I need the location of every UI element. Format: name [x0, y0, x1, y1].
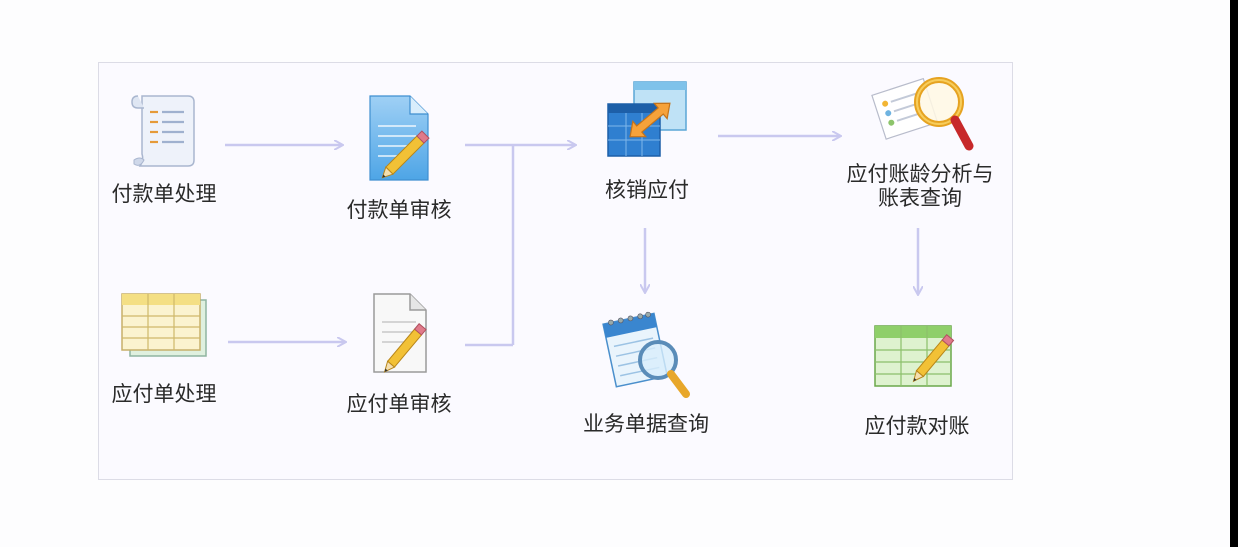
node-business-query[interactable]: 业务单据查询	[571, 308, 721, 436]
scroll-document-icon	[131, 95, 195, 167]
magnifier-report-icon	[871, 77, 974, 151]
table-sheet-icon	[121, 293, 207, 357]
flow-panel	[98, 62, 1013, 480]
notebook-magnifier-icon	[602, 311, 690, 398]
node-label-line1: 应付账龄分析与	[846, 162, 994, 186]
node-label: 应付单审核	[346, 392, 452, 416]
green-sheet-pencil-icon	[874, 325, 955, 387]
node-label: 付款单处理	[111, 182, 217, 206]
node-aging-analysis[interactable]: 应付账龄分析与 账表查询	[832, 68, 1008, 210]
node-label: 应付单处理	[111, 382, 217, 406]
node-label: 付款单审核	[346, 198, 452, 222]
node-label: 应付款对账	[864, 414, 970, 438]
node-writeoff[interactable]: 核销应付	[583, 78, 711, 202]
gray-document-pencil-icon	[373, 293, 427, 373]
right-edge-strip	[1230, 0, 1238, 547]
node-payable-process[interactable]: 应付单处理	[100, 290, 228, 406]
node-label: 业务单据查询	[583, 412, 709, 436]
node-reconciliation[interactable]: 应付款对账	[852, 318, 982, 438]
exchange-windows-icon	[607, 81, 687, 157]
node-payable-review[interactable]: 应付单审核	[335, 290, 463, 416]
node-payment-process[interactable]: 付款单处理	[100, 88, 228, 206]
node-label-line2: 账表查询	[878, 186, 962, 210]
node-payment-review[interactable]: 付款单审核	[335, 92, 463, 222]
node-label: 核销应付	[605, 178, 689, 202]
blue-document-pencil-icon	[369, 95, 430, 181]
